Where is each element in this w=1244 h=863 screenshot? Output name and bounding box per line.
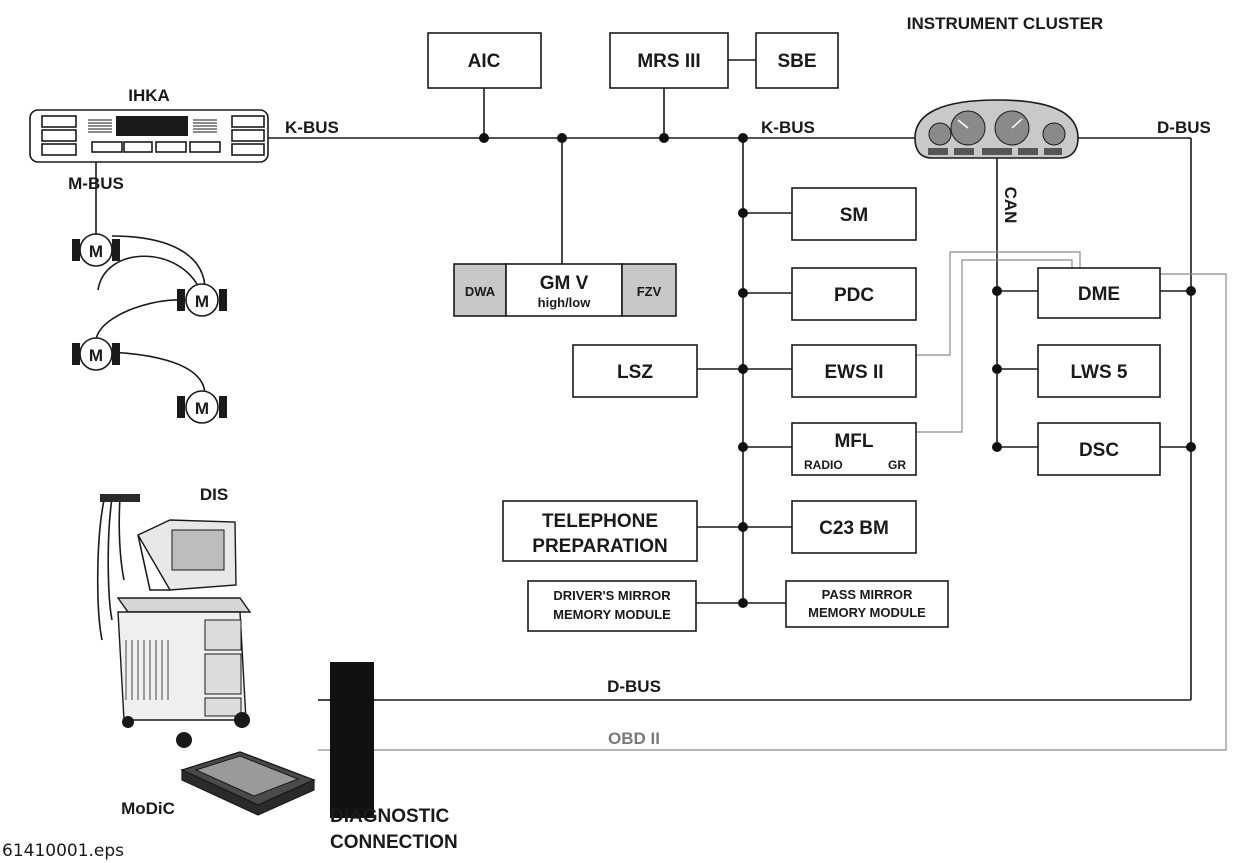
lsz-box (572, 344, 698, 398)
gmv-block: DWA GM V high/low FZV (453, 263, 677, 317)
instrument-cluster (914, 99, 1079, 159)
motor-label: M (89, 242, 103, 261)
kbus-label-right: K-BUS (761, 118, 815, 137)
lsz-label: LSZ (617, 362, 653, 383)
connector-dot (738, 208, 748, 218)
pdc-label: PDC (834, 285, 874, 306)
telephone-label-2: PREPARATION (532, 536, 667, 557)
c23-label: C23 BM (819, 518, 889, 539)
telephone-box (502, 500, 698, 562)
dbus-label-bottom: D-BUS (607, 677, 661, 696)
aic-label: AIC (468, 51, 501, 72)
connector-dot (738, 598, 748, 608)
mfl-gr-label: GR (888, 458, 906, 472)
connector-dot (992, 286, 1002, 296)
sbe-label: SBE (777, 51, 816, 72)
dbus-label-top: D-BUS (1157, 118, 1211, 137)
mbus-label: M-BUS (68, 174, 124, 193)
connector-dot (1186, 442, 1196, 452)
mfl-label: MFL (834, 431, 873, 452)
dwa-label: DWA (465, 284, 496, 299)
connector-dot (738, 364, 748, 374)
modic-illustration (180, 751, 316, 816)
lws-box (1037, 344, 1161, 398)
filename-caption: 61410001.eps (2, 841, 124, 861)
connector-dot (557, 133, 567, 143)
connector-dot (738, 133, 748, 143)
obd-lines (318, 251, 1227, 751)
diagnostic-label-2: CONNECTION (330, 832, 458, 853)
dsc-box (1037, 422, 1161, 476)
driver-mirror-label-1: DRIVER'S MIRROR (553, 588, 671, 603)
mrs-label: MRS III (637, 51, 700, 72)
sbe-box (755, 32, 839, 89)
motor-2: M (177, 283, 227, 317)
pass-mirror-label-2: MEMORY MODULE (808, 605, 926, 620)
gmv-label: GM V (540, 273, 589, 294)
ews-box (791, 344, 917, 398)
can-label: CAN (1001, 187, 1020, 224)
motor-3: M (72, 337, 120, 371)
pass-mirror-box (785, 580, 949, 628)
mfl-box (791, 422, 917, 476)
dsc-label: DSC (1079, 440, 1119, 461)
connector-dots (479, 133, 1196, 608)
dme-box (1037, 267, 1161, 319)
sm-label: SM (840, 205, 869, 226)
fzv-label: FZV (637, 284, 662, 299)
dis-label: DIS (200, 485, 228, 504)
connector-dot (659, 133, 669, 143)
mfl-radio-label: RADIO (804, 458, 843, 472)
connector-dot (479, 133, 489, 143)
dme-label: DME (1078, 284, 1120, 305)
gmv-sub-label: high/low (538, 295, 592, 310)
connector-dot (1186, 286, 1196, 296)
connector-dot (738, 288, 748, 298)
obd-label: OBD II (608, 729, 660, 748)
connector-dot (992, 442, 1002, 452)
motor-label: M (195, 399, 209, 418)
kbus-label-left: K-BUS (285, 118, 339, 137)
c23-box (791, 500, 917, 554)
motor-4: M (177, 390, 227, 424)
connector-dot (992, 364, 1002, 374)
driver-mirror-box (527, 580, 697, 632)
dis-tester-illustration (96, 494, 252, 748)
modic-label: MoDiC (121, 799, 175, 818)
diagnostic-connector (330, 662, 374, 818)
connector-dot (738, 522, 748, 532)
driver-mirror-label-2: MEMORY MODULE (553, 607, 671, 622)
sm-box (791, 187, 917, 241)
mrs-box (609, 32, 729, 89)
ihka-label: IHKA (128, 86, 170, 105)
telephone-label-1: TELEPHONE (542, 511, 658, 532)
motor-label: M (89, 346, 103, 365)
ews-label: EWS II (824, 362, 883, 383)
instrument-cluster-title: INSTRUMENT CLUSTER (907, 14, 1103, 33)
diagnostic-label-1: DIAGNOSTIC (330, 806, 450, 827)
connector-dot (738, 442, 748, 452)
aic-box (427, 32, 542, 89)
motor-1: M (72, 233, 120, 267)
lws-label: LWS 5 (1070, 362, 1127, 383)
pass-mirror-label-1: PASS MIRROR (822, 587, 913, 602)
ihka-panel (29, 109, 269, 163)
pdc-box (791, 267, 917, 321)
motor-label: M (195, 292, 209, 311)
